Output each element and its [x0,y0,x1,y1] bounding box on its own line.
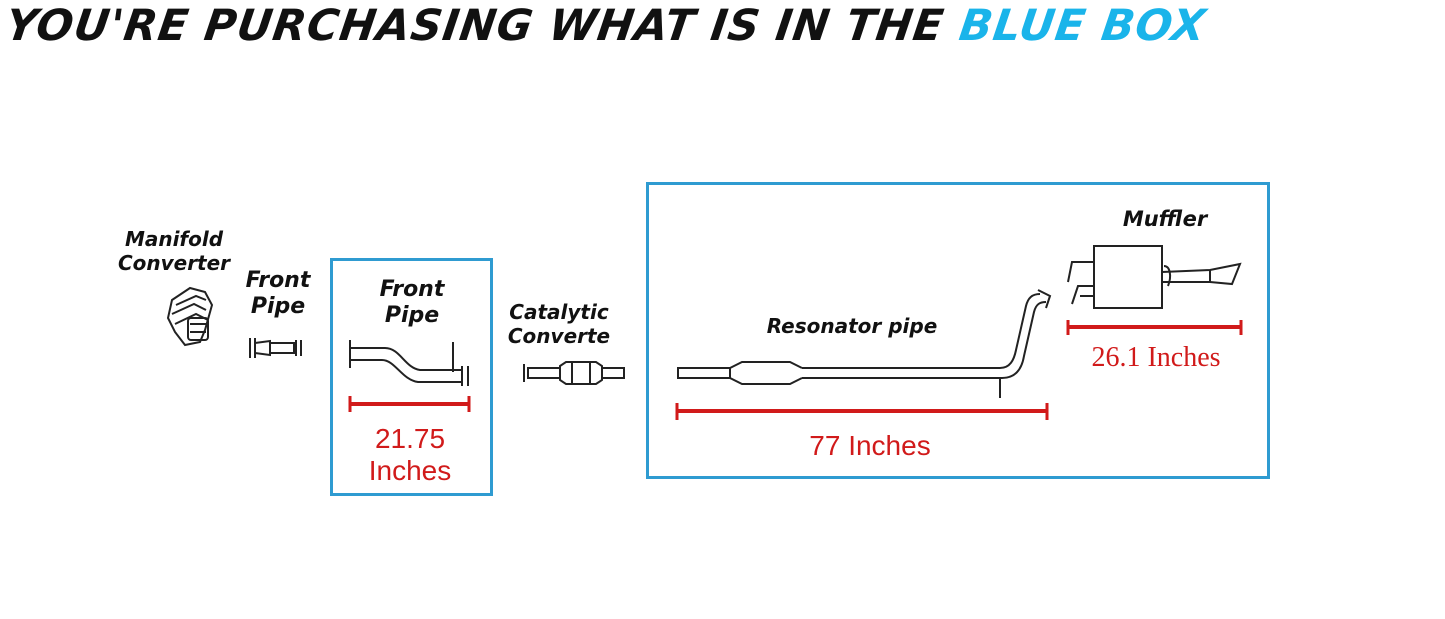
catalytic-converter-label: Catalytic Converte [507,300,611,348]
manifold-converter-part [166,286,214,347]
muffler-label: Muffler [1122,207,1208,231]
muffler-part [1067,245,1242,309]
front-pipe-small-part [249,338,302,358]
manifold-converter-label: Manifold Converter [117,227,231,275]
front-pipe-small-label: Front Pipe [245,268,311,319]
catalytic-converter-part [523,361,625,385]
resonator-pipe-part [677,289,1052,398]
front-pipe-label: Front Pipe [379,277,445,328]
front-pipe-part [349,340,469,386]
muffler-measurement: 26.1 Inches [1091,342,1221,373]
front-pipe-measurement: 21.75 Inches [368,423,452,486]
front-pipe-purchase-box [330,258,493,496]
resonator-pipe-measurement: 77 Inches [809,430,931,461]
measurement-lines [348,320,1243,420]
resonator-muffler-purchase-box [646,182,1270,479]
resonator-pipe-label: Resonator pipe [766,314,938,338]
